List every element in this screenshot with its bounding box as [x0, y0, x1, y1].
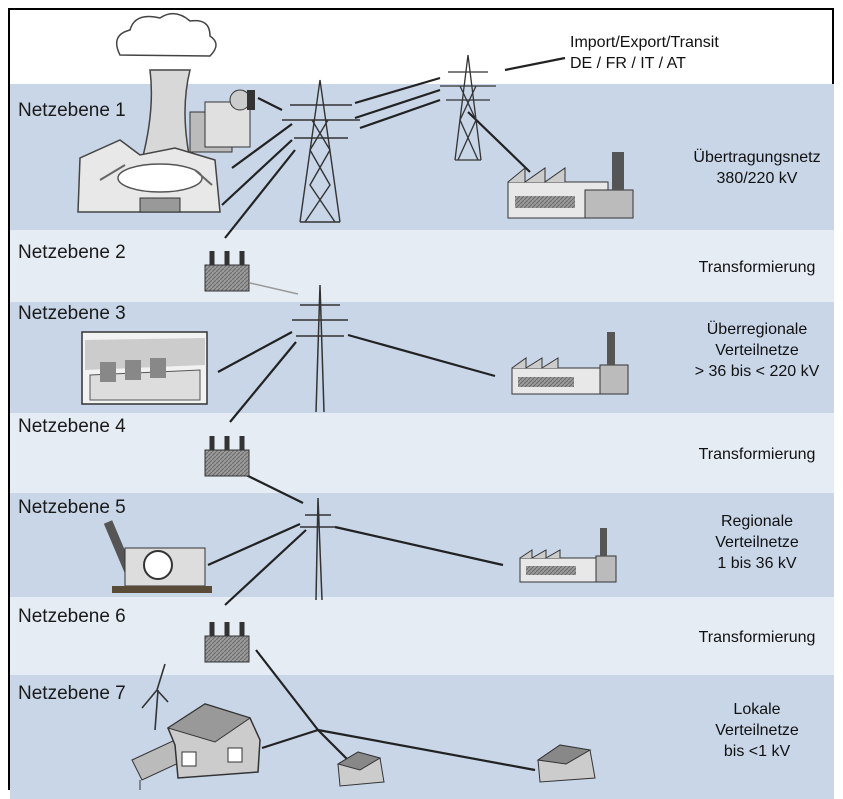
band-netzebene-4: [10, 413, 834, 493]
level-desc-6: Transformierung: [657, 628, 843, 649]
house-icon-consumer-1: [336, 751, 385, 787]
level-desc-7: Lokale Verteilnetze bis <1 kV: [657, 700, 843, 762]
level-desc-7-line-2: Verteilnetze: [715, 721, 799, 739]
connection-lines: [207, 56, 566, 772]
level-desc-5-line-1: Regionale: [720, 513, 794, 530]
level-desc-1-line-1: Übertragungsnetz: [693, 149, 821, 166]
level-desc-5-line-2: Verteilnetze: [715, 533, 799, 551]
level-desc-7-line-3: bis <1 kV: [723, 742, 791, 760]
level-desc-2-line-1: Transformierung: [698, 259, 816, 276]
level-desc-2: Transformierung: [657, 258, 843, 279]
note-line-1: Import/Export/Transit: [570, 34, 719, 51]
transformer-icon-level-4: [204, 436, 250, 477]
transmission-pylon-distant-icon: [440, 54, 496, 161]
transformer-icon-level-6: [204, 622, 250, 663]
level-label-6: Netzebene 6: [18, 606, 126, 627]
level-desc-5: Regionale Verteilnetze 1 bis 36 kV: [657, 512, 843, 574]
industrial-consumer-icon-level-5: [519, 528, 617, 583]
industrial-consumer-icon: [507, 152, 634, 219]
transformer-icon-level-2: [204, 251, 250, 292]
level-desc-1: Übertragungsnetz 380/220 kV: [657, 148, 843, 190]
level-label-1: Netzebene 1: [18, 100, 126, 121]
level-desc-5-line-3: 1 bis 36 kV: [717, 554, 797, 572]
band-netzebene-7: [10, 675, 834, 799]
note-line-2: DE / FR / IT / AT: [570, 54, 686, 72]
level-desc-1-line-2: 380/220 kV: [716, 169, 798, 187]
hydro-plant-icon: [81, 331, 208, 405]
level-desc-4-line-1: Transformierung: [698, 446, 816, 463]
wind-turbine-icon: [141, 663, 169, 731]
band-netzebene-2: [10, 230, 834, 302]
level-desc-3-line-2: Verteilnetze: [715, 341, 799, 359]
nuclear-plant-icon: [77, 12, 255, 213]
water-wheel-plant-icon: [103, 520, 212, 593]
level-desc-3-line-1: Überregionale: [706, 321, 808, 338]
house-icon-consumer-2: [536, 744, 596, 783]
distribution-pylon-icon: [292, 284, 348, 413]
level-desc-7-line-1: Lokale: [733, 701, 781, 718]
level-desc-3: Überregionale Verteilnetze > 36 bis < 22…: [657, 320, 843, 382]
level-label-2: Netzebene 2: [18, 242, 126, 263]
level-desc-3-line-3: > 36 bis < 220 kV: [694, 362, 820, 380]
band-netzebene-6: [10, 597, 834, 675]
level-label-3: Netzebene 3: [18, 303, 126, 324]
import-export-note: Import/Export/Transit DE / FR / IT / AT: [570, 33, 719, 75]
level-label-7: Netzebene 7: [18, 683, 126, 704]
level-label-4: Netzebene 4: [18, 416, 126, 437]
industrial-consumer-icon-level-3: [511, 332, 629, 395]
regional-pylon-icon: [300, 497, 336, 601]
house-icon-prosumer: [166, 703, 261, 779]
level-desc-4: Transformierung: [657, 445, 843, 466]
level-label-5: Netzebene 5: [18, 497, 126, 518]
transmission-pylon-large-icon: [282, 79, 360, 223]
level-desc-6-line-1: Transformierung: [698, 629, 816, 646]
